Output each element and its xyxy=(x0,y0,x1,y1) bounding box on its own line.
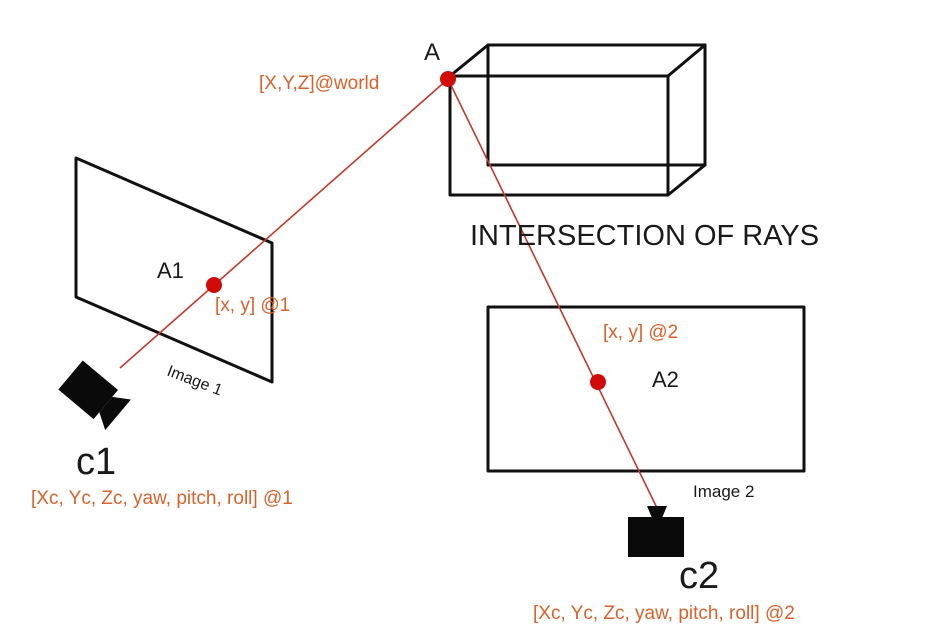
image-point-1-label: A1 xyxy=(157,258,184,283)
camera-2-pose-annotation: [Xc, Yc, Zc, yaw, pitch, roll] @2 xyxy=(533,603,795,624)
camera-icon xyxy=(628,506,684,557)
camera-1-label: c1 xyxy=(76,441,116,483)
camera-icon xyxy=(58,360,131,431)
image-1-label: Image 1 xyxy=(165,363,225,400)
ray-camera-1 xyxy=(119,78,449,369)
world-point-label: A xyxy=(424,39,440,66)
box-edge-top-right xyxy=(666,43,707,78)
camera-2-label: c2 xyxy=(679,555,719,597)
box-edge-bottom-right xyxy=(666,163,707,197)
image-plane-2 xyxy=(486,305,806,473)
diagram-title: INTERSECTION OF RAYS xyxy=(470,220,819,252)
world-coords-annotation: [X,Y,Z]@world xyxy=(259,73,379,94)
image-2-label: Image 2 xyxy=(693,482,754,501)
image-point-a2 xyxy=(590,374,606,390)
wireframe-box xyxy=(448,43,707,197)
box-front-face xyxy=(448,74,670,197)
world-point-a xyxy=(440,71,456,87)
image-plane-1 xyxy=(74,156,274,384)
image-point-a1 xyxy=(206,277,222,293)
image-1-coords-annotation: [x, y] @1 xyxy=(215,295,290,316)
box-edge-top-left xyxy=(448,43,490,78)
ray-camera-2 xyxy=(447,78,658,509)
camera-1-pose-annotation: [Xc, Yc, Zc, yaw, pitch, roll] @1 xyxy=(31,488,293,509)
image-point-2-label: A2 xyxy=(652,367,679,392)
image-2-coords-annotation: [x, y] @2 xyxy=(603,322,678,343)
